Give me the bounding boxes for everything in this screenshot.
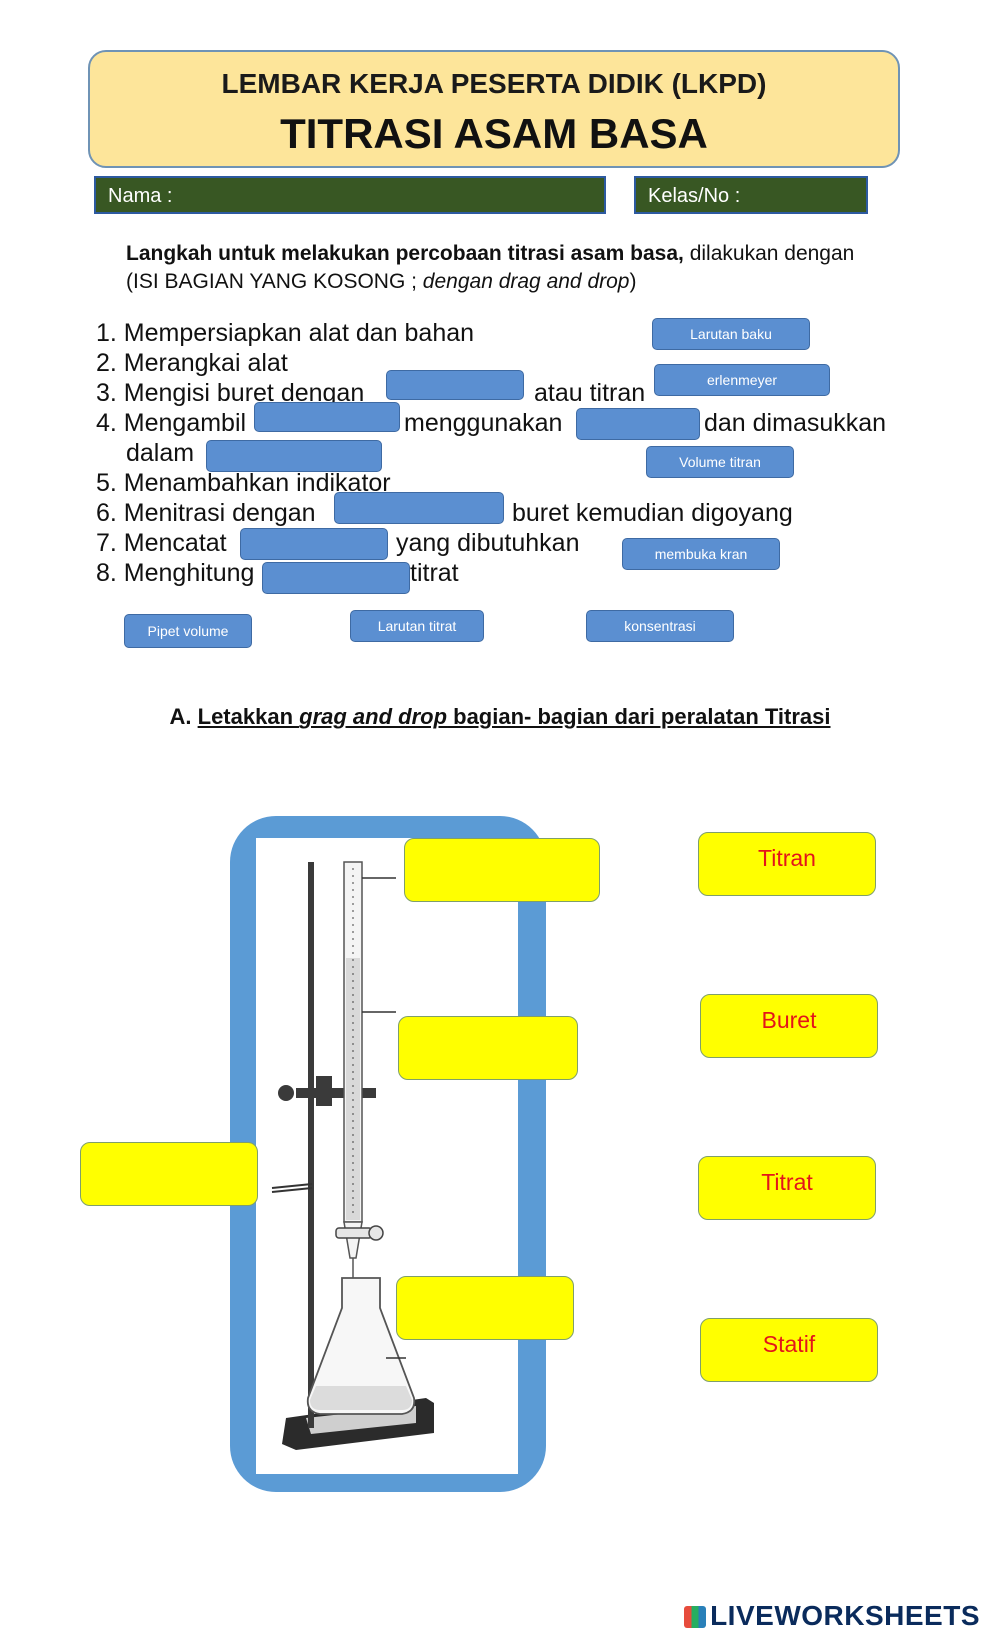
chip-larutan-baku[interactable]: Larutan baku — [652, 318, 810, 350]
stopcock — [335, 1227, 373, 1239]
drop-target-titrat-position[interactable] — [396, 1276, 574, 1340]
statif-pointer-line — [271, 1183, 313, 1189]
label-titrat[interactable]: Titrat — [698, 1156, 876, 1220]
drop-target-step-3[interactable] — [386, 370, 524, 400]
instructions-line2-italic: dengan drag and drop — [422, 270, 630, 293]
chip-konsentrasi[interactable]: konsentrasi — [586, 610, 734, 642]
stand-rod — [308, 862, 314, 1428]
liveworksheets-logo: LIVEWORKSHEETS — [684, 1600, 980, 1632]
step-7-end: yang dibutuhkan — [396, 529, 580, 557]
step-4-mid: menggunakan — [404, 409, 563, 437]
liveworksheets-icon — [684, 1606, 707, 1628]
step-6-start: 6. Menitrasi dengan — [96, 499, 316, 527]
label-titran[interactable]: Titran — [698, 832, 876, 896]
clamp-arm — [296, 1088, 376, 1098]
nama-label: Nama : — [108, 185, 173, 207]
chip-larutan-titrat[interactable]: Larutan titrat — [350, 610, 484, 642]
kelas-field[interactable]: Kelas/No : — [634, 176, 868, 214]
step-8-start: 8. Menghitung — [96, 559, 255, 587]
step-4-dalam: dalam — [126, 439, 195, 467]
worksheet-subtitle: LEMBAR KERJA PESERTA DIDIK (LKPD) — [221, 68, 767, 99]
clamp-knob-left — [278, 1085, 294, 1101]
step-6-end: buret kemudian digoyang — [512, 499, 793, 527]
instructions-normal: dilakukan dengan — [683, 242, 855, 265]
flask-liquid — [310, 1386, 412, 1410]
step-4-end: dan dimasukkan — [704, 409, 887, 437]
statif-pointer-line-2 — [271, 1187, 313, 1193]
step-8-end: titrat — [410, 559, 459, 587]
drop-target-statif-position[interactable] — [80, 1142, 258, 1206]
nama-field[interactable]: Nama : — [94, 176, 606, 214]
liveworksheets-text: LIVEWORKSHEETS — [710, 1600, 980, 1631]
section-a-part1: Letakkan — [197, 704, 300, 729]
label-buret[interactable]: Buret — [700, 994, 878, 1058]
instructions-bold: Langkah untuk melakukan percobaan titras… — [126, 242, 684, 265]
clamp-holder — [316, 1076, 332, 1106]
drop-target-step-4c[interactable] — [206, 440, 382, 472]
step-7-start: 7. Mencatat — [96, 529, 227, 557]
drop-target-step-4b[interactable] — [576, 408, 700, 440]
section-a-prefix: A. — [169, 704, 198, 729]
kelas-label: Kelas/No : — [648, 185, 741, 207]
titration-apparatus-illustration — [271, 861, 434, 1450]
section-a-part2: grag and drop — [299, 704, 448, 729]
step-3-end: atau titran — [534, 379, 646, 407]
instructions-line2-start: (ISI BAGIAN YANG KOSONG ; — [126, 270, 423, 293]
worksheet-header: LEMBAR KERJA PESERTA DIDIK (LKPD) TITRAS… — [88, 50, 900, 168]
drop-target-step-7[interactable] — [240, 528, 388, 560]
label-statif[interactable]: Statif — [700, 1318, 878, 1382]
instructions-line2-end: ) — [629, 270, 637, 293]
drop-target-step-8[interactable] — [262, 562, 410, 594]
chip-volume-titran[interactable]: Volume titran — [646, 446, 794, 478]
drop-target-titran-position[interactable] — [404, 838, 600, 902]
drop-target-step-4a[interactable] — [254, 402, 400, 432]
drop-target-step-6[interactable] — [334, 492, 504, 524]
erlenmeyer-flask — [306, 1277, 416, 1415]
burette-liquid — [346, 958, 360, 1220]
instructions: Langkah untuk melakukan percobaan titras… — [126, 240, 926, 296]
chip-membuka-kran[interactable]: membuka kran — [622, 538, 780, 570]
chip-erlenmeyer[interactable]: erlenmeyer — [654, 364, 830, 396]
drop-target-buret-position[interactable] — [398, 1016, 578, 1080]
step-4-start: 4. Mengambil — [96, 409, 247, 437]
section-a-heading: A. Letakkan grag and drop bagian- bagian… — [0, 704, 1000, 730]
chip-pipet-volume[interactable]: Pipet volume — [124, 614, 252, 648]
section-a-part3: bagian- bagian dari peralatan Titrasi — [447, 704, 831, 729]
stopcock-handle — [368, 1225, 384, 1241]
step-1: 1. Mempersiapkan alat dan bahan — [96, 319, 475, 347]
step-2: 2. Merangkai alat — [96, 349, 288, 377]
worksheet-title: TITRASI ASAM BASA — [280, 110, 708, 157]
